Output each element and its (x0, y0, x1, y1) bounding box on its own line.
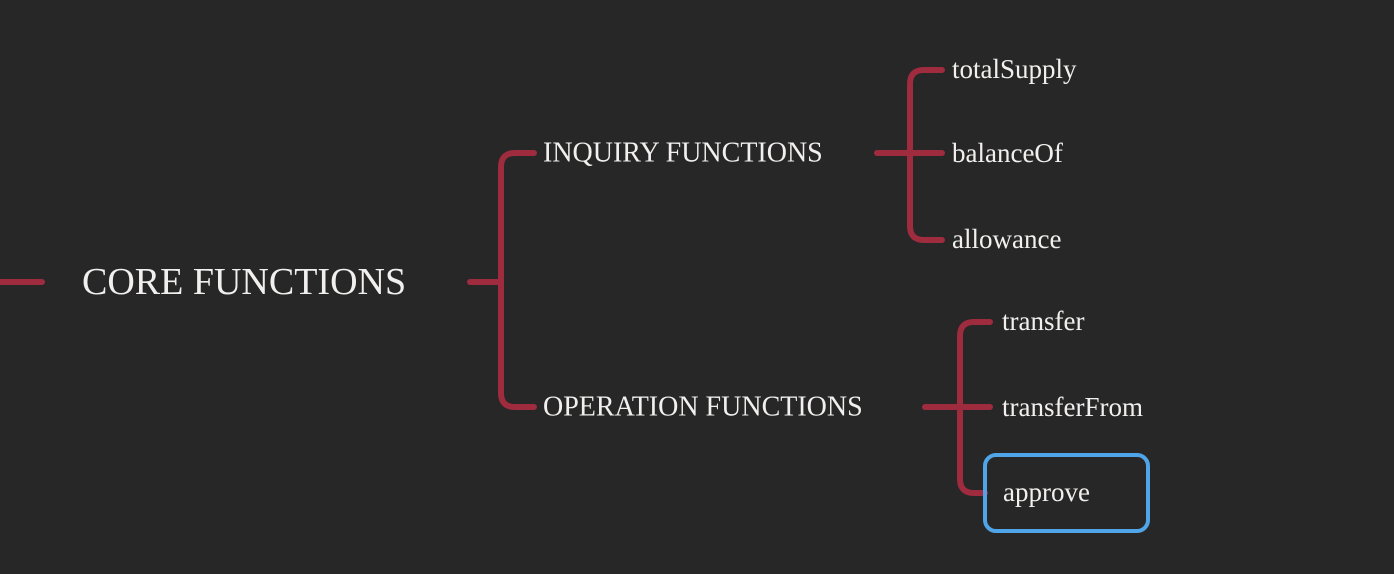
edge-bracket-level1 (498, 150, 537, 410)
node-totalsupply[interactable]: totalSupply (952, 54, 1077, 85)
node-core-functions[interactable]: CORE FUNCTIONS (82, 261, 407, 304)
edge-bracket-operation-children (957, 319, 993, 496)
node-approve-selected[interactable]: approve (983, 453, 1150, 533)
node-transferfrom[interactable]: transferFrom (1002, 392, 1143, 423)
node-inquiry-functions[interactable]: INQUIRY FUNCTIONS (543, 137, 823, 169)
node-balanceof[interactable]: balanceOf (952, 138, 1063, 169)
node-operation-functions[interactable]: OPERATION FUNCTIONS (543, 391, 863, 423)
node-transfer[interactable]: transfer (1002, 306, 1085, 337)
edge-bracket-inquiry-children (907, 67, 945, 243)
node-allowance[interactable]: allowance (952, 224, 1062, 255)
node-approve-label: approve (1003, 477, 1090, 508)
